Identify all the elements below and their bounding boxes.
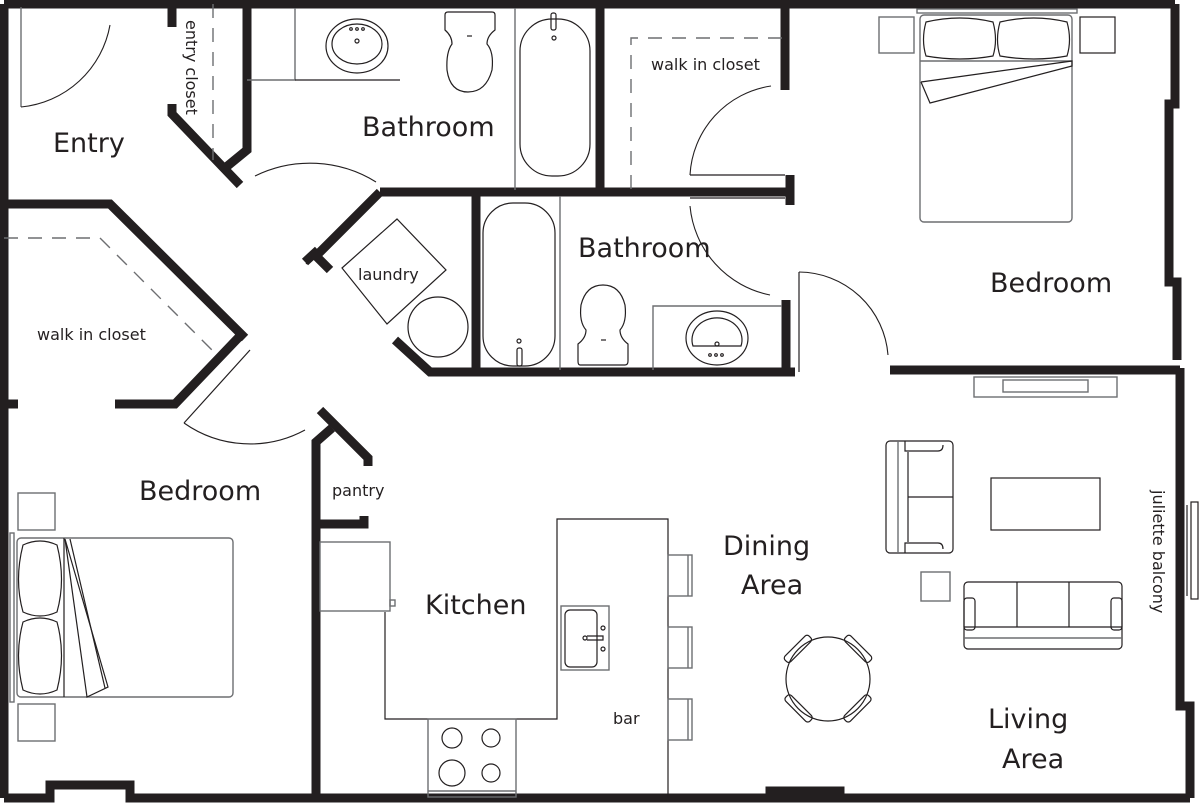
label-entry: Entry xyxy=(53,128,125,159)
loveseat xyxy=(885,440,954,554)
label-dining-line1: Dining xyxy=(723,531,810,562)
bathroom-1-door[interactable] xyxy=(254,162,377,183)
vanity-sink xyxy=(325,18,389,74)
closet-2-rod xyxy=(4,237,219,357)
dryer xyxy=(407,296,469,358)
dining-set xyxy=(783,634,873,723)
bar-stools xyxy=(667,554,693,741)
kitchen-sink xyxy=(560,605,610,671)
label-bedroom-1: Bedroom xyxy=(990,268,1112,299)
bathroom-1-fixtures xyxy=(247,8,591,190)
bedroom-1-door[interactable] xyxy=(798,271,889,372)
label-bathroom-2: Bathroom xyxy=(578,233,711,264)
washer xyxy=(341,218,447,325)
bathtub xyxy=(482,202,556,367)
label-laundry: laundry xyxy=(358,265,419,284)
label-pantry: pantry xyxy=(332,481,384,500)
toilet xyxy=(444,11,496,93)
refrigerator xyxy=(319,541,391,612)
bathroom-2-fixtures xyxy=(482,196,782,370)
closet-2-door[interactable] xyxy=(183,349,306,445)
living-furniture xyxy=(885,376,1199,650)
coffee-table xyxy=(990,477,1101,531)
headboard xyxy=(916,8,1078,14)
nightstand xyxy=(17,492,56,531)
label-bathroom-1: Bathroom xyxy=(362,112,495,143)
bathroom-2-door[interactable] xyxy=(689,197,785,296)
bedroom-2-furniture xyxy=(9,492,234,742)
closet-1-rod xyxy=(630,37,785,189)
tv-console xyxy=(973,376,1118,398)
label-bedroom-2: Bedroom xyxy=(139,476,261,507)
bedroom-1-furniture xyxy=(878,8,1116,223)
label-entry-closet: entry closet xyxy=(182,20,201,115)
vanity-sink xyxy=(685,310,749,366)
label-dining-line2: Area xyxy=(741,570,803,601)
label-living-line2: Area xyxy=(1002,744,1064,775)
label-living-line1: Living xyxy=(988,704,1068,735)
kitchen-fixtures xyxy=(319,518,693,798)
label-kitchen: Kitchen xyxy=(425,590,526,621)
side-table xyxy=(920,571,951,602)
toilet xyxy=(577,284,629,366)
room-labels: Entry entry closet Bathroom walk in clos… xyxy=(37,20,1168,775)
dining-table xyxy=(785,636,871,722)
label-walk-in-closet-1: walk in closet xyxy=(651,55,760,74)
sofa xyxy=(963,581,1123,650)
juliette-balcony-rail xyxy=(1186,501,1199,600)
bed xyxy=(16,537,234,698)
label-walk-in-closet-2: walk in closet xyxy=(37,325,146,344)
dining-chairs xyxy=(783,634,873,723)
label-bar: bar xyxy=(613,709,640,728)
nightstand xyxy=(878,16,915,54)
bed xyxy=(919,14,1073,223)
front-door[interactable] xyxy=(20,7,111,108)
interior-walls xyxy=(4,4,1180,798)
headboard xyxy=(9,532,15,703)
stove xyxy=(427,718,517,798)
bathtub xyxy=(519,12,591,177)
laundry-fixtures xyxy=(341,218,469,358)
closet-1-door[interactable] xyxy=(689,85,785,176)
label-juliette-balcony: juliette balcony xyxy=(1149,489,1168,613)
laundry-door[interactable] xyxy=(305,191,377,265)
nightstand xyxy=(1079,16,1116,54)
doors xyxy=(20,7,889,445)
nightstand xyxy=(17,703,56,742)
